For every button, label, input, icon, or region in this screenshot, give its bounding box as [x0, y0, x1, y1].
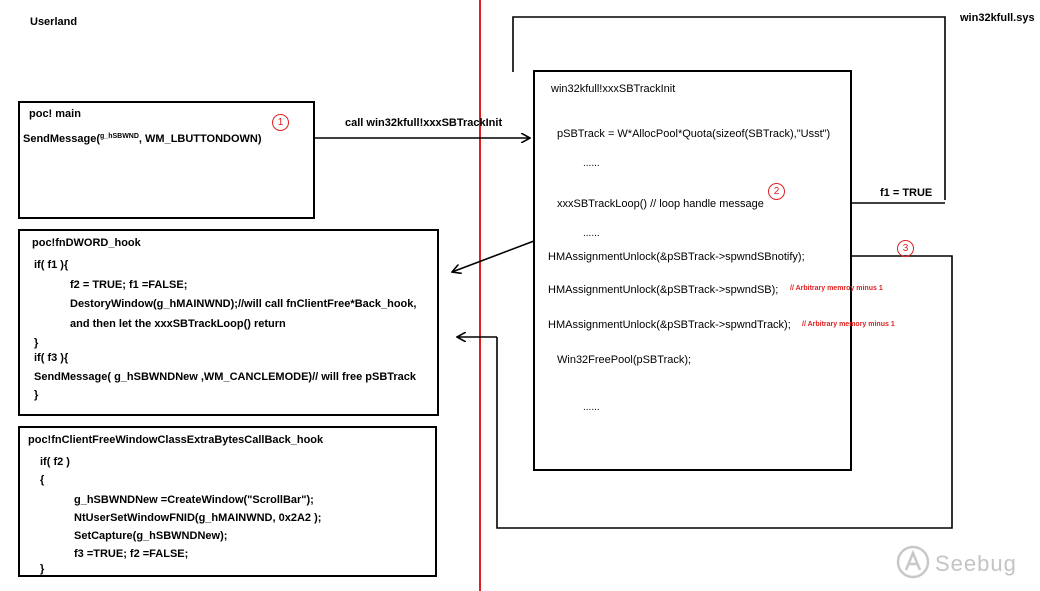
xxx-sbtrack-init-title: win32kfull!xxxSBTrackInit	[551, 83, 676, 95]
sendmessage-hwnd-arg: g_hSBWND	[100, 133, 139, 140]
code-line: {	[40, 474, 45, 486]
step-marker-2: 2	[768, 183, 785, 200]
seebug-watermark: Seebug	[893, 544, 1023, 584]
arbitrary-memory-note-1: // Arbitrary memroy minus 1	[790, 285, 883, 292]
poc-main-box: poc! main SendMessage(g_hSBWND, WM_LBUTT…	[18, 101, 315, 219]
code-line: f3 =TRUE; f2 =FALSE;	[74, 548, 189, 560]
ellipsis-3: ......	[583, 402, 600, 413]
fn-client-free-hook-title: poc!fnClientFreeWindowClassExtraBytesCal…	[28, 434, 324, 446]
sendmessage-suffix: , WM_LBUTTONDOWN)	[138, 133, 262, 145]
seebug-watermark-text: Seebug	[935, 551, 1017, 576]
poc-main-sendmessage: SendMessage(g_hSBWND, WM_LBUTTONDOWN)	[23, 133, 262, 145]
ellipsis-2: ......	[583, 228, 600, 239]
fn-dword-hook-title: poc!fnDWORD_hook	[32, 237, 141, 249]
f1-callback-arrow	[452, 240, 535, 272]
code-line: and then let the xxxSBTrackLoop() return	[70, 318, 286, 330]
ellipsis-1: ......	[583, 158, 600, 169]
kernel-module-label: win32kfull.sys	[960, 12, 1035, 24]
code-line: if( f2 )	[40, 456, 70, 468]
fn-client-free-hook-box: poc!fnClientFreeWindowClassExtraBytesCal…	[18, 426, 437, 577]
poc-main-title: poc! main	[29, 108, 81, 120]
code-line: }	[34, 337, 39, 349]
step-marker-1: 1	[272, 114, 289, 131]
code-line: NtUserSetWindowFNID(g_hMAINWND, 0x2A2 );	[74, 512, 322, 524]
code-line: SetCapture(g_hSBWNDNew);	[74, 530, 228, 542]
code-line: if( f3 ){	[34, 352, 69, 364]
free-pool-line: Win32FreePool(pSBTrack);	[557, 354, 692, 366]
outer-loop-frame	[512, 16, 946, 200]
code-line: g_hSBWNDNew =CreateWindow("ScrollBar");	[74, 494, 314, 506]
xxx-sbtrack-init-box: win32kfull!xxxSBTrackInit pSBTrack = W*A…	[533, 70, 852, 471]
unlock-sbnotify-line: HMAssignmentUnlock(&pSBTrack->spwndSBnot…	[548, 251, 805, 263]
sendmessage-prefix: SendMessage(	[23, 133, 101, 145]
code-line: DestoryWindow(g_hMAINWND);//will call fn…	[70, 298, 417, 310]
code-line: SendMessage( g_hSBWNDNew ,WM_CANCLEMODE)…	[34, 371, 417, 383]
unlock-sb-line: HMAssignmentUnlock(&pSBTrack->spwndSB);	[548, 284, 779, 296]
userland-label: Userland	[30, 16, 78, 28]
arbitrary-memory-note-2: // Arbitrary memory minus 1	[802, 321, 895, 328]
code-line: }	[34, 389, 39, 401]
alloc-line: pSBTrack = W*AllocPool*Quota(sizeof(SBTr…	[557, 128, 831, 140]
fn-dword-hook-box: poc!fnDWORD_hook if( f1 ){ f2 = TRUE; f1…	[18, 229, 439, 416]
call-label: call win32kfull!xxxSBTrackInit	[345, 117, 503, 129]
code-line: if( f1 ){	[34, 259, 69, 271]
seebug-logo-icon	[896, 545, 930, 579]
unlock-track-line: HMAssignmentUnlock(&pSBTrack->spwndTrack…	[548, 319, 791, 331]
f1-true-label: f1 = TRUE	[880, 187, 933, 199]
step-marker-3: 3	[897, 240, 914, 257]
track-loop-line: xxxSBTrackLoop() // loop handle message	[557, 198, 764, 210]
code-line: }	[40, 563, 45, 575]
code-line: f2 = TRUE; f1 =FALSE;	[70, 279, 188, 291]
